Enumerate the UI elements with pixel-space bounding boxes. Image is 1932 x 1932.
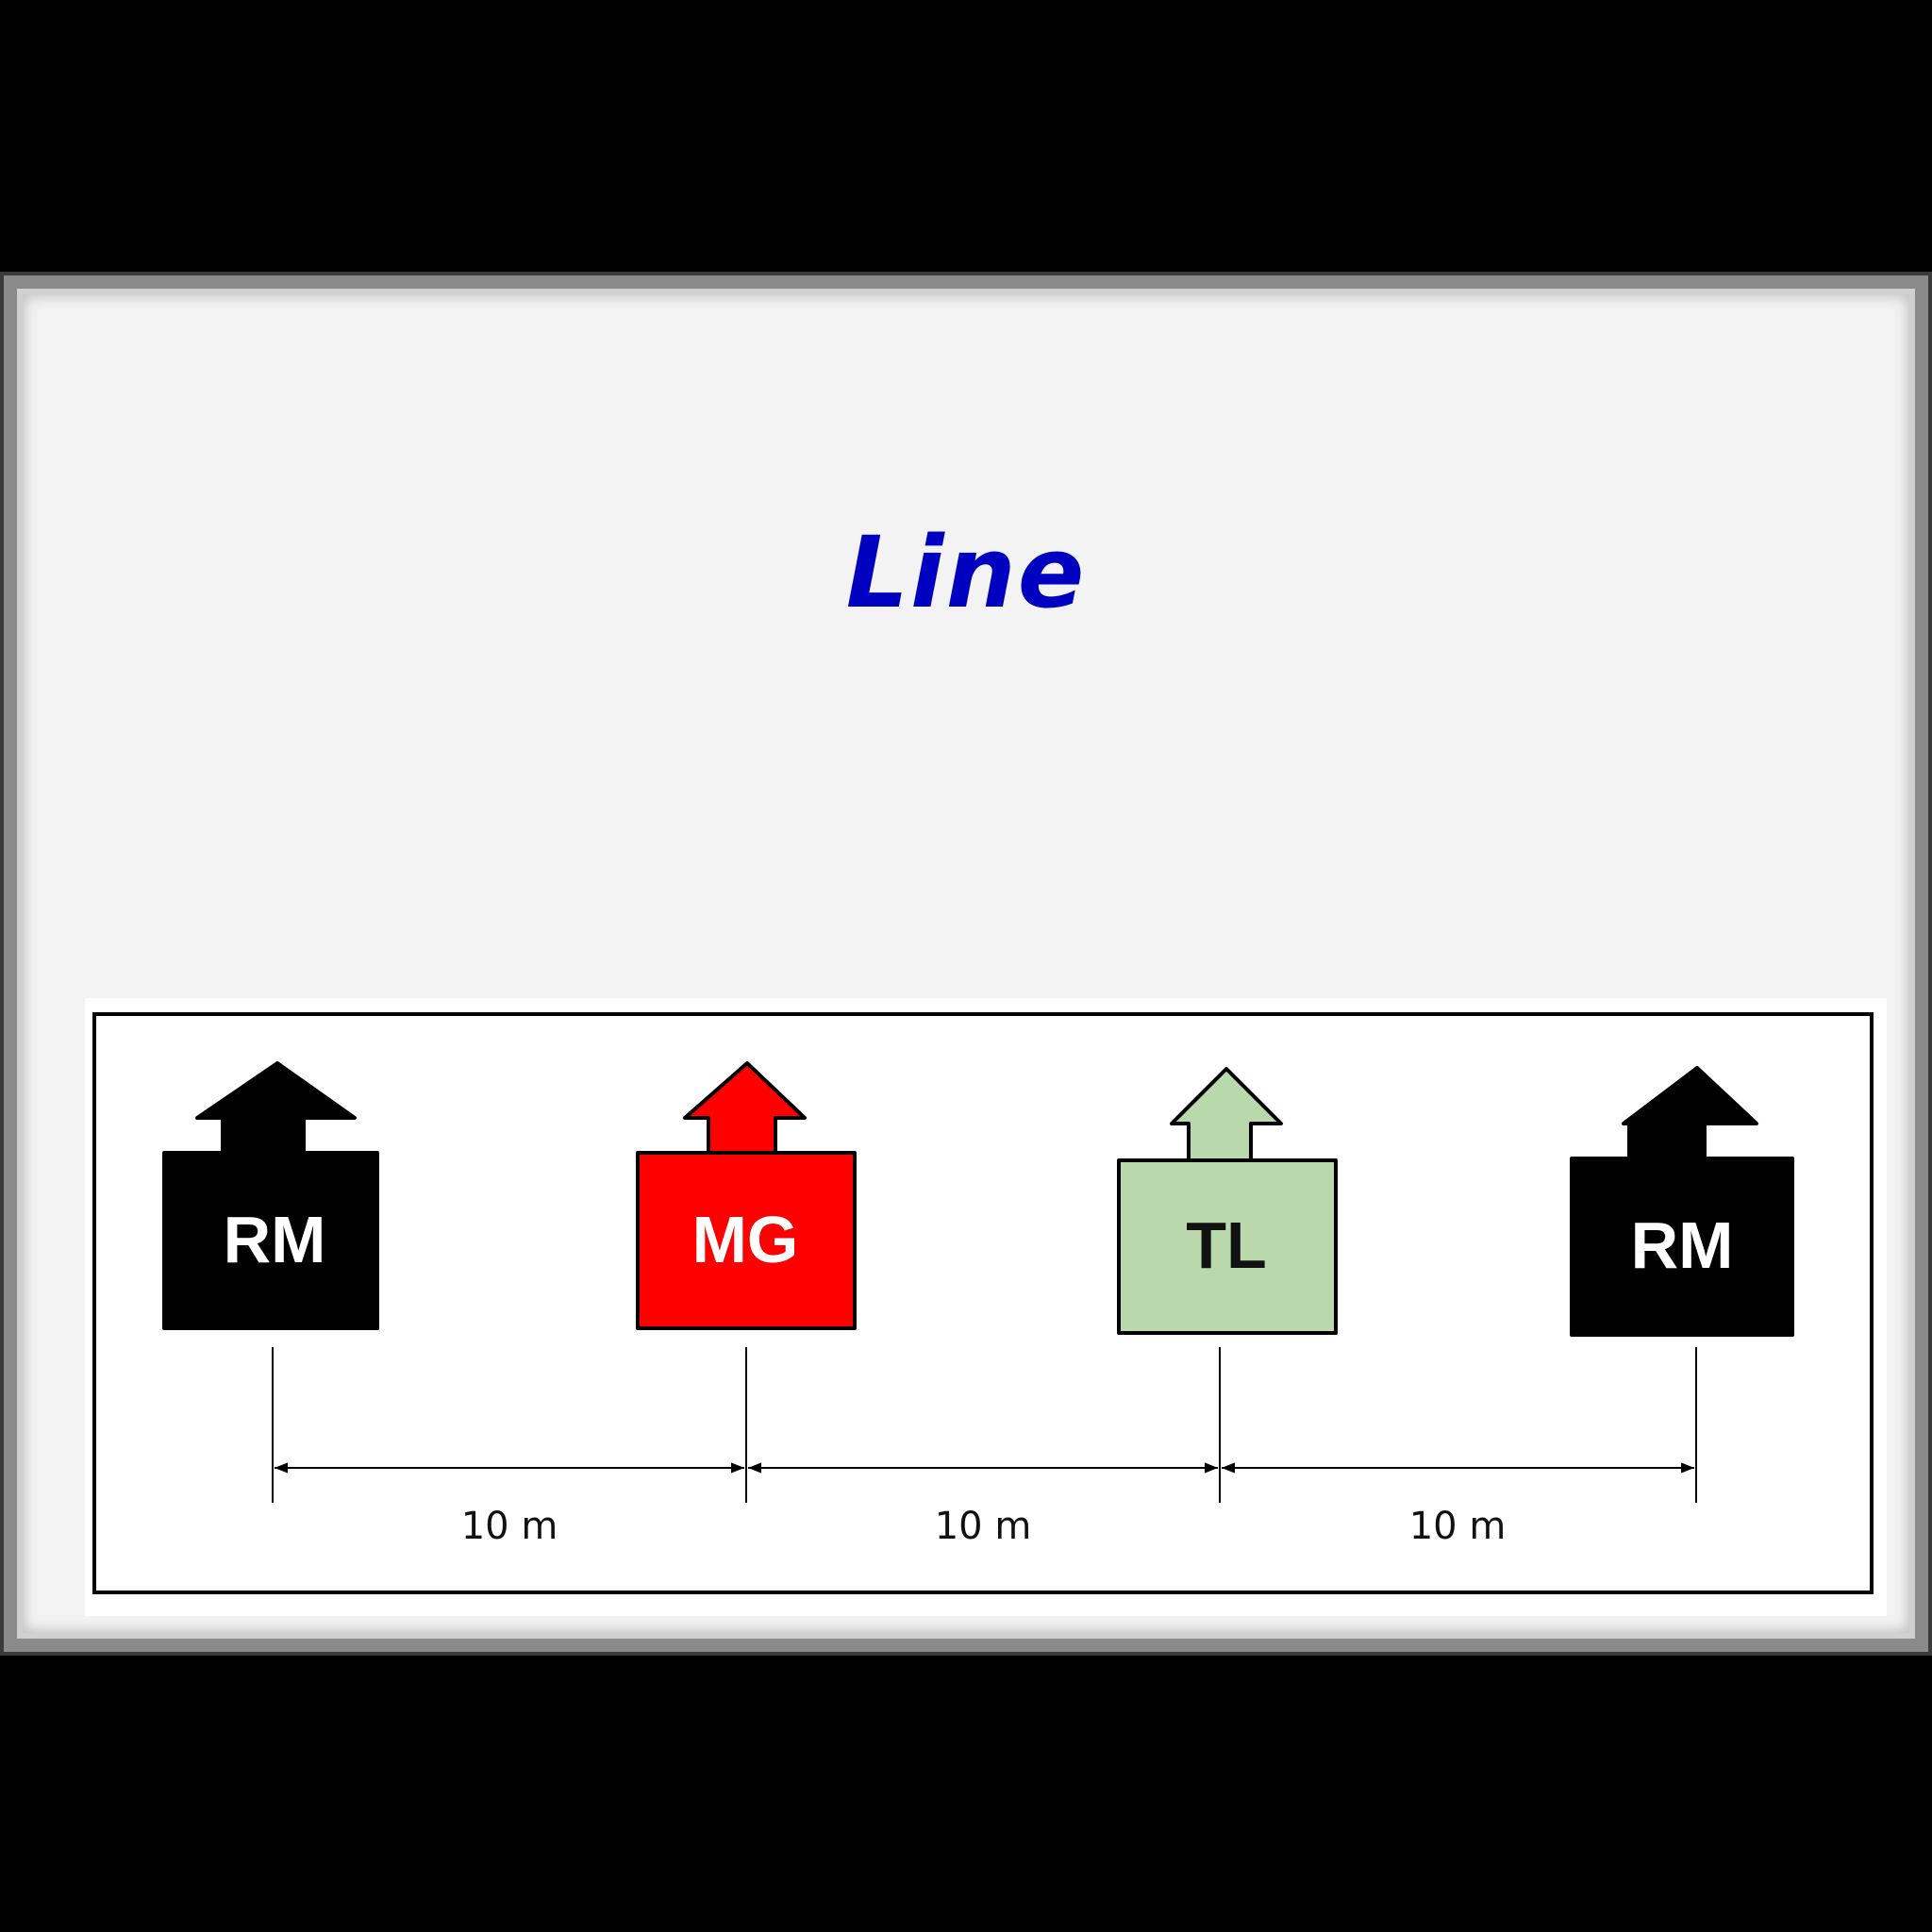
- distance-label-3: 10 m: [1409, 1505, 1507, 1548]
- marker-3: TL: [1117, 1067, 1338, 1335]
- distance-label-2: 10 m: [935, 1505, 1032, 1548]
- marker-2-shape: [636, 1061, 857, 1330]
- diagram-panel: RM MG TL RM: [85, 998, 1887, 1616]
- marker-1-shape: [162, 1061, 379, 1330]
- marker-1: RM: [162, 1061, 379, 1330]
- line-diagram: RM MG TL RM: [92, 1012, 1874, 1594]
- marker-3-label: TL: [1186, 1208, 1267, 1282]
- marker-2: MG: [636, 1061, 857, 1330]
- marker-4-shape: [1570, 1066, 1794, 1337]
- distance-label-1: 10 m: [461, 1505, 558, 1548]
- slide-frame: Line RM: [0, 272, 1932, 1656]
- slide-title: Line: [845, 515, 1087, 630]
- marker-2-label: MG: [692, 1203, 799, 1276]
- marker-4-label: RM: [1631, 1208, 1734, 1282]
- slide: Line RM: [17, 289, 1915, 1639]
- marker-1-label: RM: [224, 1203, 326, 1276]
- marker-3-shape: [1117, 1067, 1338, 1335]
- marker-4: RM: [1570, 1066, 1794, 1337]
